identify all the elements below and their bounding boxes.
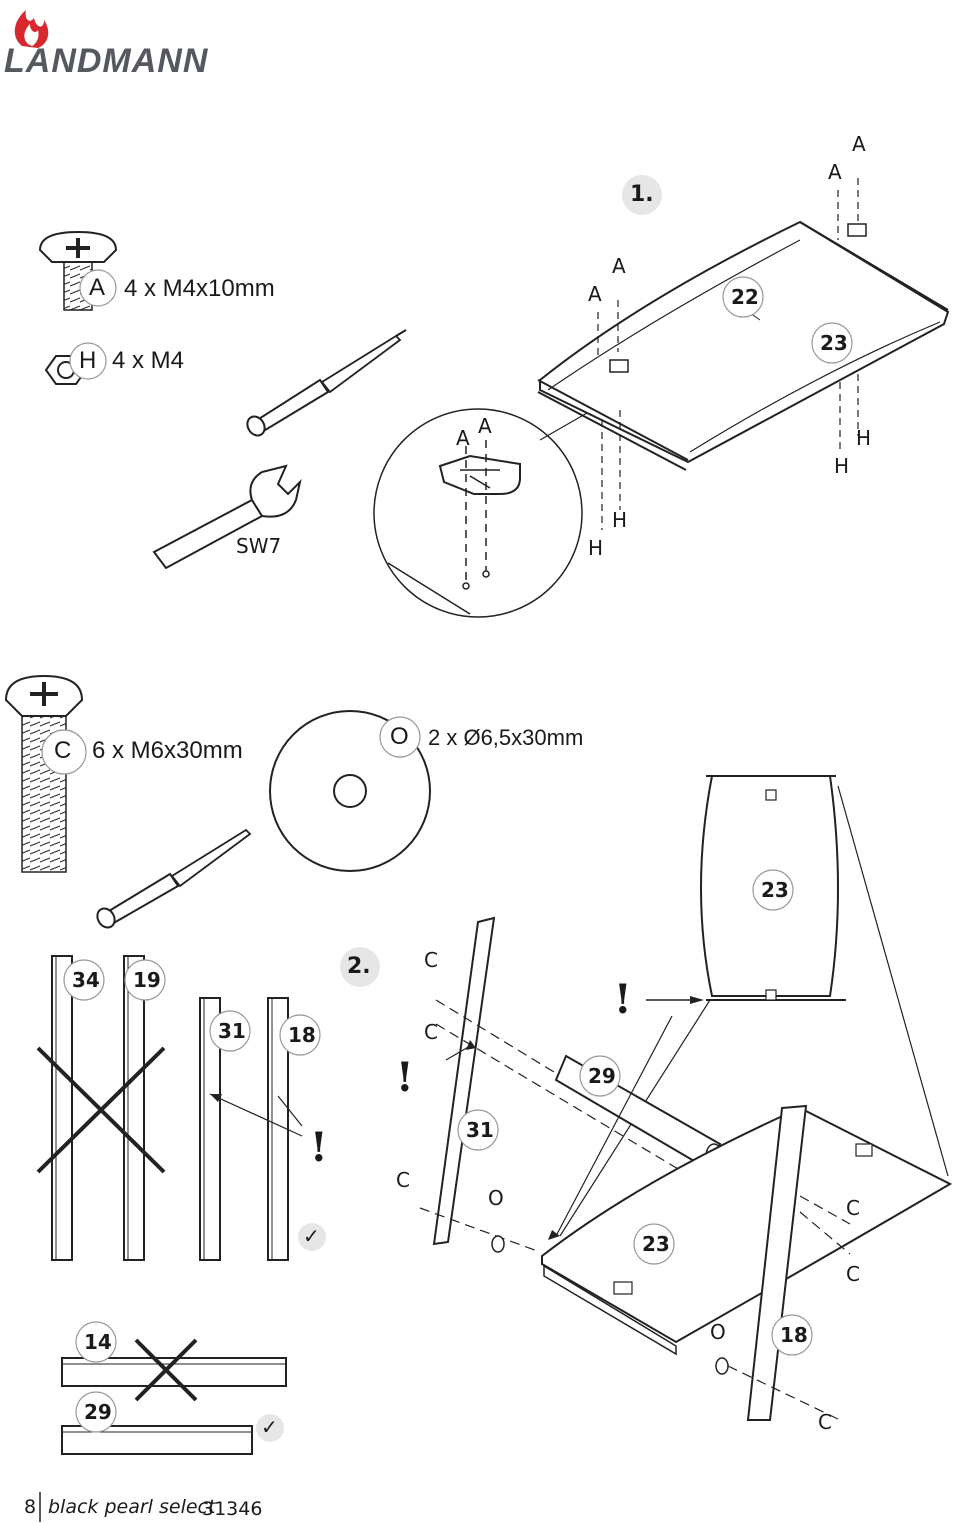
label-c: C <box>424 948 438 972</box>
screwdriver-icon <box>96 828 252 929</box>
warning-mark: ! <box>396 1054 414 1101</box>
part-31-label: 31 <box>218 1019 246 1043</box>
screwdriver-icon <box>246 329 407 437</box>
part-29-label: 29 <box>588 1064 616 1088</box>
part-29-label: 29 <box>84 1400 112 1424</box>
hardware-c-letter: C <box>54 737 72 764</box>
warning-mark: ! <box>310 1124 328 1171</box>
label-a: A <box>588 282 602 306</box>
label-a: A <box>828 160 842 184</box>
hardware-h-spec: 4 x M4 <box>112 347 185 374</box>
warning-mark: ! <box>614 976 632 1023</box>
part-callouts <box>41 175 853 1442</box>
hardware-c-spec: 6 x M6x30mm <box>92 737 243 764</box>
part-14-label: 14 <box>84 1330 112 1354</box>
screw-c-icon <box>4 674 84 873</box>
label-c: C <box>818 1410 832 1434</box>
part-23-label: 23 <box>761 878 789 902</box>
exploded-assembly-step2 <box>419 916 953 1421</box>
label-c: C <box>846 1262 860 1286</box>
footer-product-name: black pearl select <box>48 1496 216 1518</box>
footer-page-number: 8 <box>24 1496 37 1518</box>
label-h: H <box>612 508 628 532</box>
part-34-label: 34 <box>72 968 100 992</box>
brand-logo-text: LANDMANN <box>4 42 209 80</box>
label-a: A <box>612 254 626 278</box>
part-19-label: 19 <box>133 968 161 992</box>
label-c: C <box>846 1196 860 1220</box>
check-icon: ✓ <box>303 1224 320 1248</box>
hardware-o-letter: O <box>390 723 409 750</box>
landmann-flame-icon <box>14 10 49 48</box>
label-h: H <box>588 536 604 560</box>
part-23-label: 23 <box>642 1232 670 1256</box>
footer-product-code: 31346 <box>202 1498 263 1520</box>
part-18-label: 18 <box>288 1023 316 1047</box>
label-a: A <box>456 426 470 450</box>
part-31-label: 31 <box>466 1118 494 1142</box>
wrench-size-label: SW7 <box>236 534 282 558</box>
shelf-step1 <box>537 178 950 530</box>
label-h: H <box>834 454 850 478</box>
step-1-number: 1. <box>630 182 654 207</box>
hardware-o-spec: 2 x Ø6,5x30mm <box>428 725 584 750</box>
hardware-a-letter: A <box>89 274 106 301</box>
step-2-number: 2. <box>347 954 371 979</box>
label-a: A <box>852 132 866 156</box>
label-a: A <box>478 414 492 438</box>
part-23-label: 23 <box>820 331 848 355</box>
label-o: O <box>488 1186 504 1210</box>
label-o: O <box>710 1320 726 1344</box>
hardware-h-letter: H <box>79 347 97 374</box>
label-c: C <box>396 1168 410 1192</box>
label-h: H <box>856 426 872 450</box>
part-22-label: 22 <box>731 285 759 309</box>
hardware-a-spec: 4 x M4x10mm <box>124 275 275 302</box>
check-icon: ✓ <box>261 1415 278 1439</box>
wrench-icon <box>152 464 302 570</box>
part-18-label: 18 <box>780 1323 808 1347</box>
label-c: C <box>424 1020 438 1044</box>
side-profiles <box>36 955 303 1261</box>
